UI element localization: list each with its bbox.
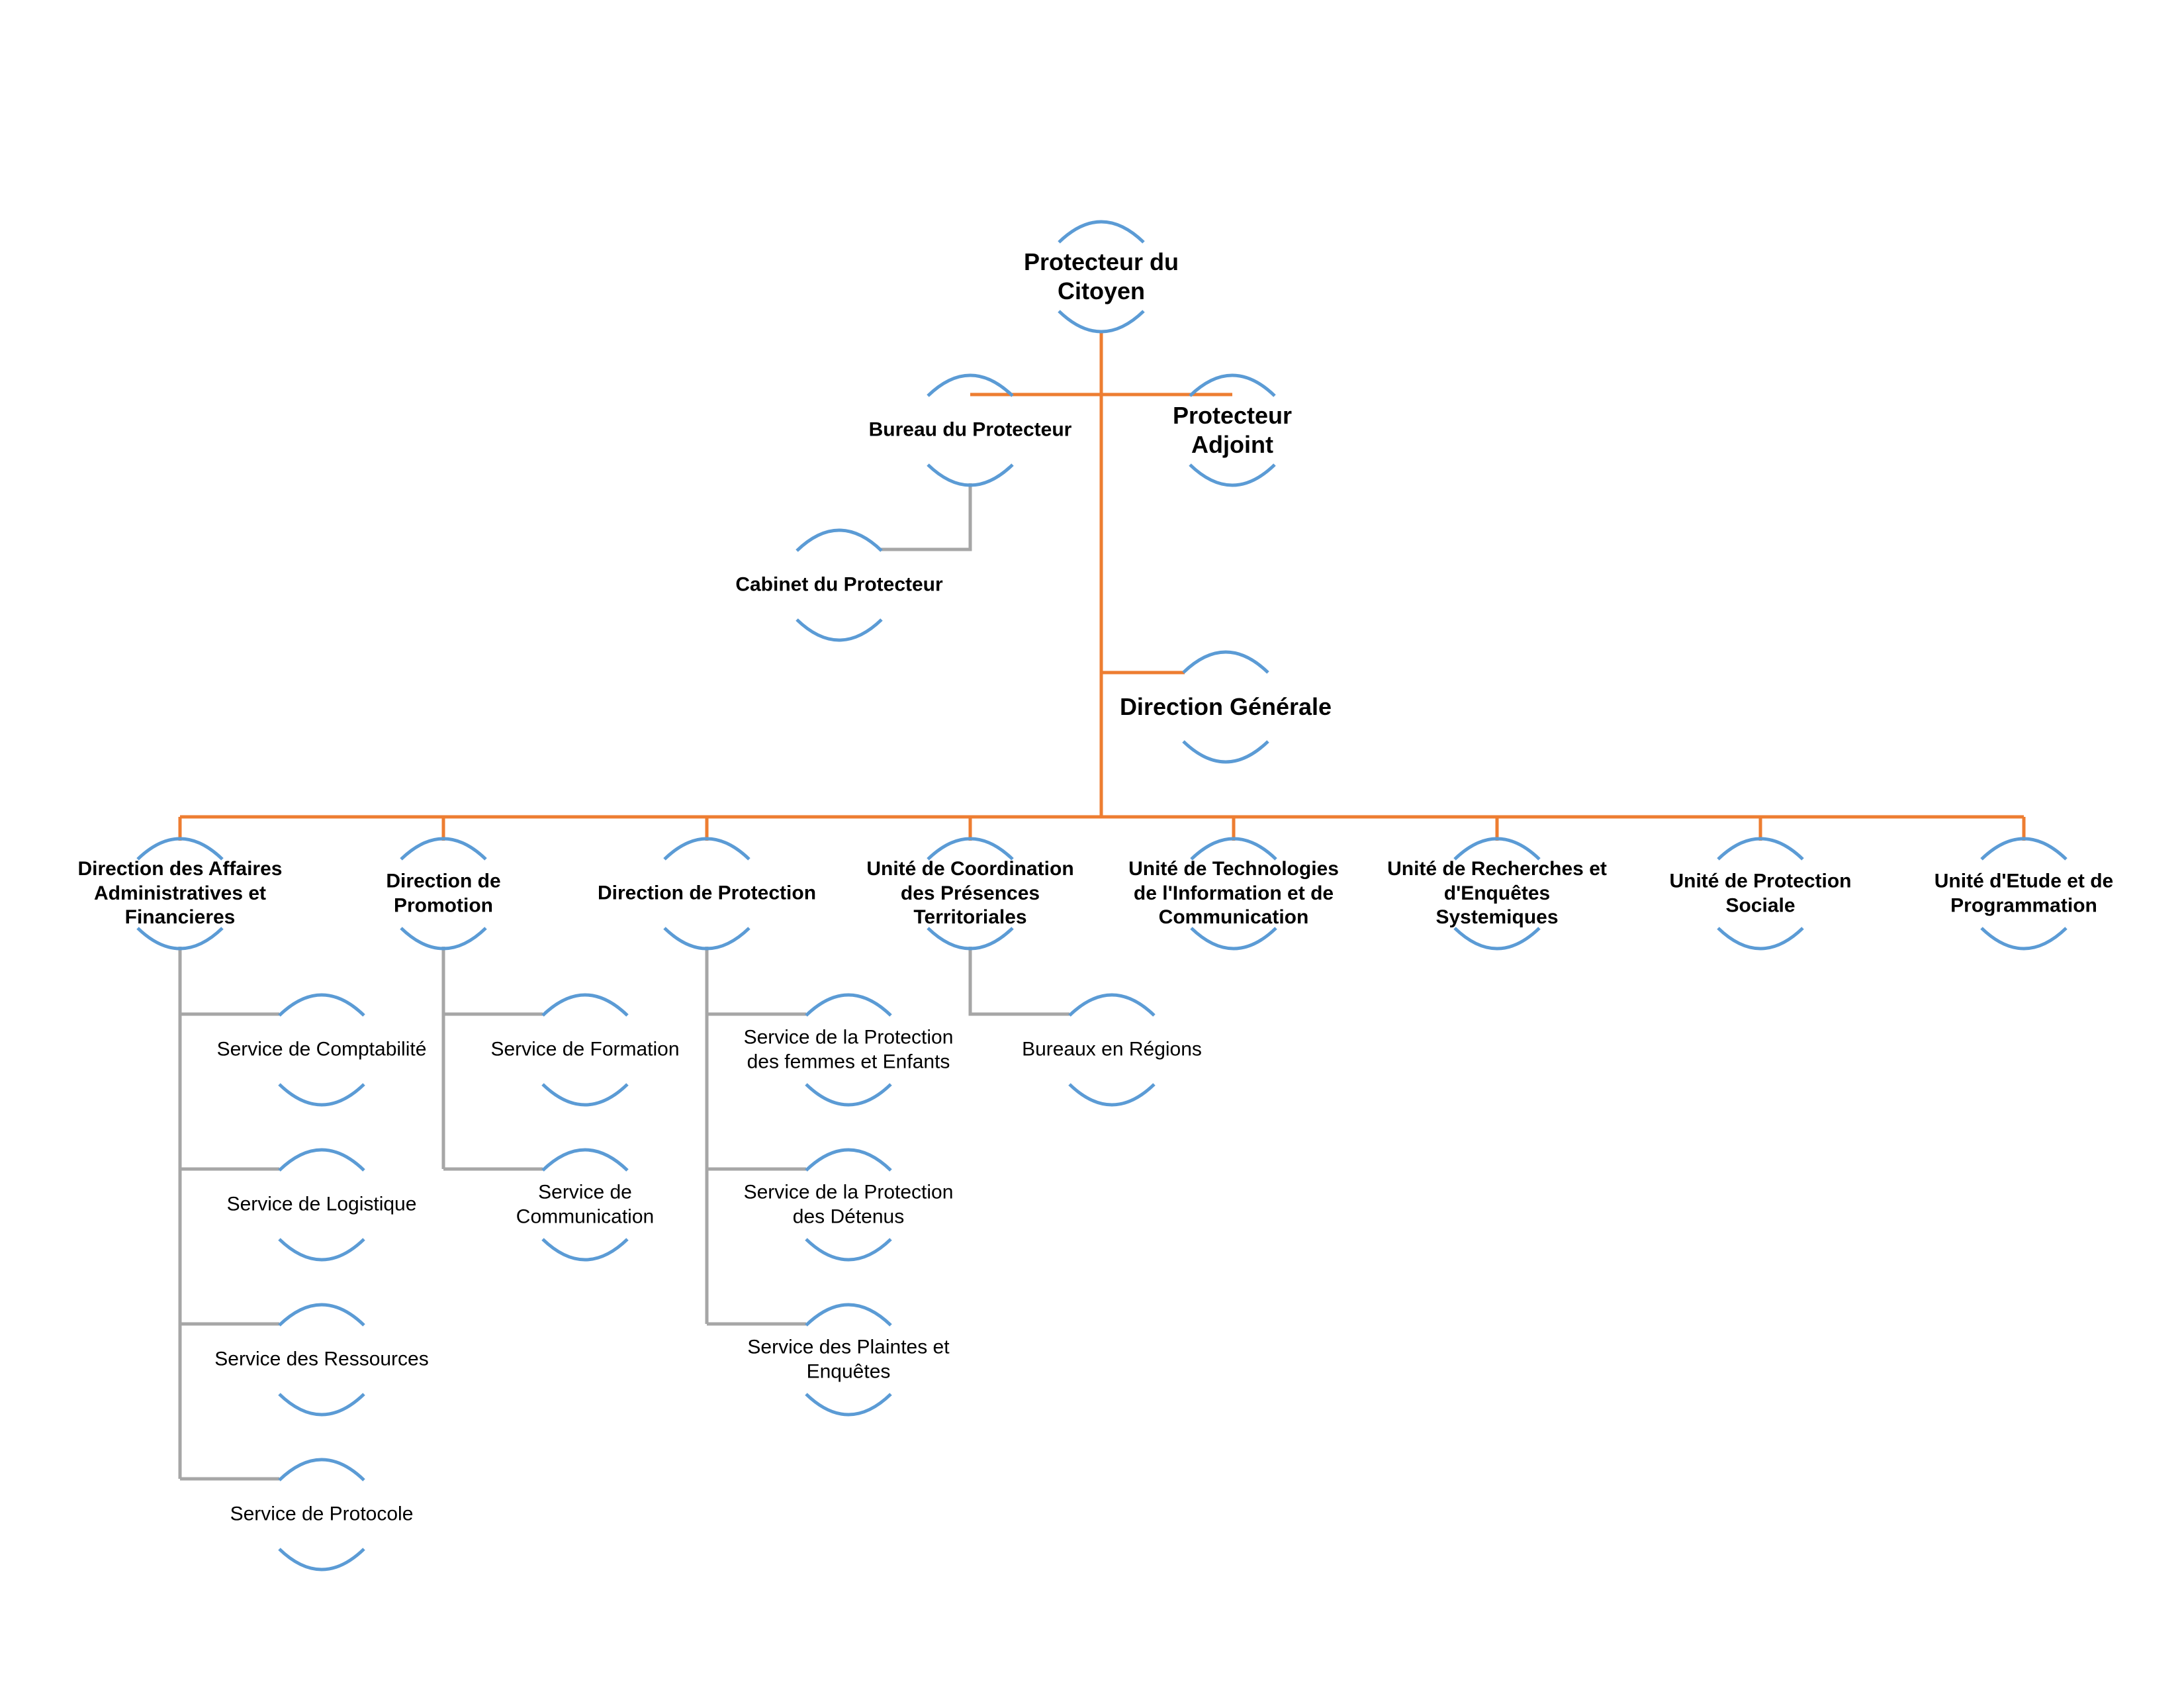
- node-urres: Unité de Recherches et d'Enquêtes System…: [1387, 858, 1607, 929]
- node-ucpt-shape: [927, 837, 1014, 951]
- node-arcs: [136, 220, 2068, 1571]
- node-cabinet-shape: [796, 528, 883, 642]
- node-root: Protecteur du Citoyen: [1023, 248, 1179, 305]
- node-utic: Unité de Technologies de l'Information e…: [1128, 858, 1339, 929]
- node-promotion-service-1-shape: [541, 993, 629, 1107]
- node-promotion: Direction de Promotion: [386, 870, 501, 916]
- node-utic-shape: [1190, 837, 1277, 951]
- connector-ucpt-bureaux: [968, 947, 1069, 1016]
- node-daf-shape: [136, 837, 224, 951]
- connector-bureau-cabinet: [880, 483, 972, 551]
- node-protection-service-1-shape: [805, 993, 892, 1107]
- node-adjoint-shape: [1189, 373, 1276, 487]
- node-cabinet: Cabinet du Protecteur: [735, 573, 943, 596]
- node-svc-plaintes: Service des Plaintes et Enquêtes: [747, 1336, 950, 1382]
- node-bureaux-regions-shape: [1068, 993, 1156, 1107]
- node-direction-generale: Direction Générale: [1119, 693, 1332, 721]
- node-daf-service-4-shape: [278, 1458, 365, 1571]
- node-bureau-shape: [927, 373, 1014, 487]
- node-protection-service-2-shape: [805, 1148, 892, 1262]
- node-promotion-service-2-shape: [541, 1148, 629, 1262]
- node-svc-communication: Service de Communication: [516, 1181, 655, 1227]
- node-daf-service-2-shape: [278, 1148, 365, 1262]
- node-promotion-shape: [400, 837, 487, 951]
- node-direction-generale-shape: [1182, 650, 1269, 764]
- node-svc-ressources: Service des Ressources: [214, 1348, 429, 1370]
- node-ucpt: Unité de Coordination des Présences Terr…: [866, 858, 1074, 929]
- node-bureau: Bureau du Protecteur: [868, 418, 1072, 441]
- node-protection-service-3-shape: [805, 1303, 892, 1417]
- connectors: [178, 331, 2026, 1481]
- node-svc-femmes-enfants: Service de la Protection des femmes et E…: [743, 1026, 954, 1072]
- node-uep: Unité d'Etude et de Programmation: [1934, 870, 2114, 916]
- node-ups-shape: [1717, 837, 1804, 951]
- node-svc-comptabilite: Service de Comptabilité: [216, 1038, 427, 1060]
- node-adjoint: Protecteur Adjoint: [1172, 402, 1293, 458]
- node-svc-detenus: Service de la Protection des Détenus: [743, 1181, 954, 1227]
- node-urres-shape: [1453, 837, 1541, 951]
- node-svc-protocole: Service de Protocole: [230, 1503, 414, 1525]
- node-protection: Direction de Protection: [597, 882, 817, 904]
- node-daf-service-1-shape: [278, 993, 365, 1107]
- node-protection-shape: [663, 837, 751, 951]
- node-svc-logistique: Service de Logistique: [226, 1193, 417, 1215]
- node-uep-shape: [1980, 837, 2068, 951]
- node-svc-formation: Service de Formation: [490, 1038, 680, 1060]
- node-daf: Direction des Affaires Administratives e…: [77, 858, 283, 929]
- node-root-shape: [1058, 220, 1145, 334]
- node-ups: Unité de Protection Sociale: [1669, 870, 1852, 916]
- node-bureaux-regions: Bureaux en Régions: [1022, 1038, 1202, 1060]
- node-daf-service-3-shape: [278, 1303, 365, 1417]
